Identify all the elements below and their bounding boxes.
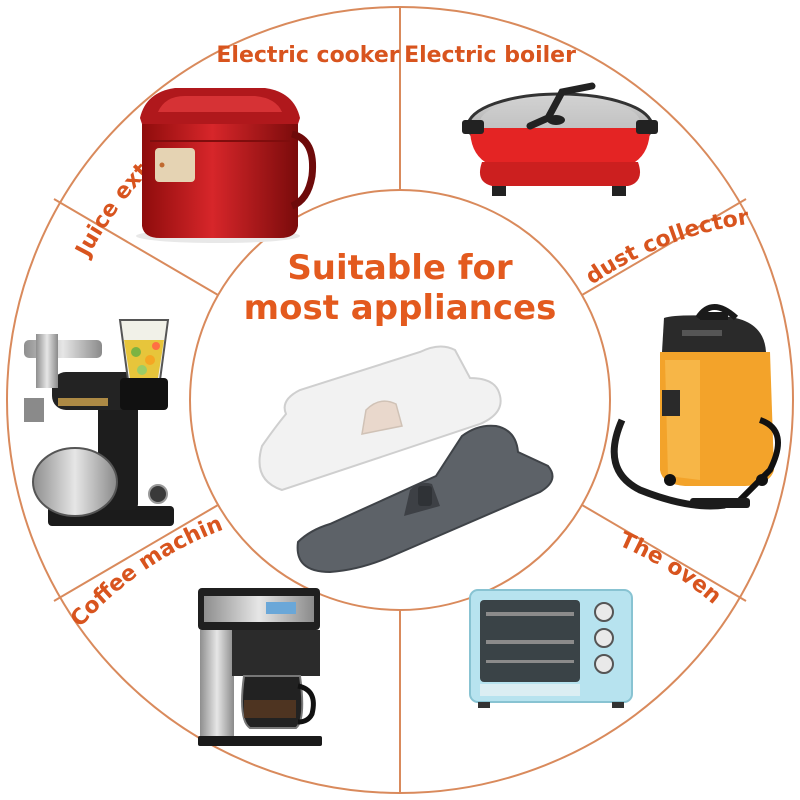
stand-mixer-juicer-icon <box>24 319 174 526</box>
electric-skillet-icon <box>462 82 658 196</box>
toaster-oven-icon <box>469 589 633 708</box>
segment-label-dust-collector: dust collector <box>581 205 750 290</box>
cord-winder-white-icon <box>258 345 502 492</box>
segment-dividers <box>53 7 747 793</box>
center-title-line1: Suitable for <box>287 248 513 288</box>
rice-cooker-icon <box>136 88 317 243</box>
cord-winder-grey-icon <box>296 424 554 574</box>
vacuum-cleaner-icon <box>610 304 781 510</box>
coffee-maker-icon <box>198 588 322 746</box>
segment-label-electric-boiler: Electric boiler <box>404 43 576 68</box>
segment-label-electric-cooker: Electric cooker <box>216 43 399 68</box>
center-title-line2: most appliances <box>244 288 557 328</box>
